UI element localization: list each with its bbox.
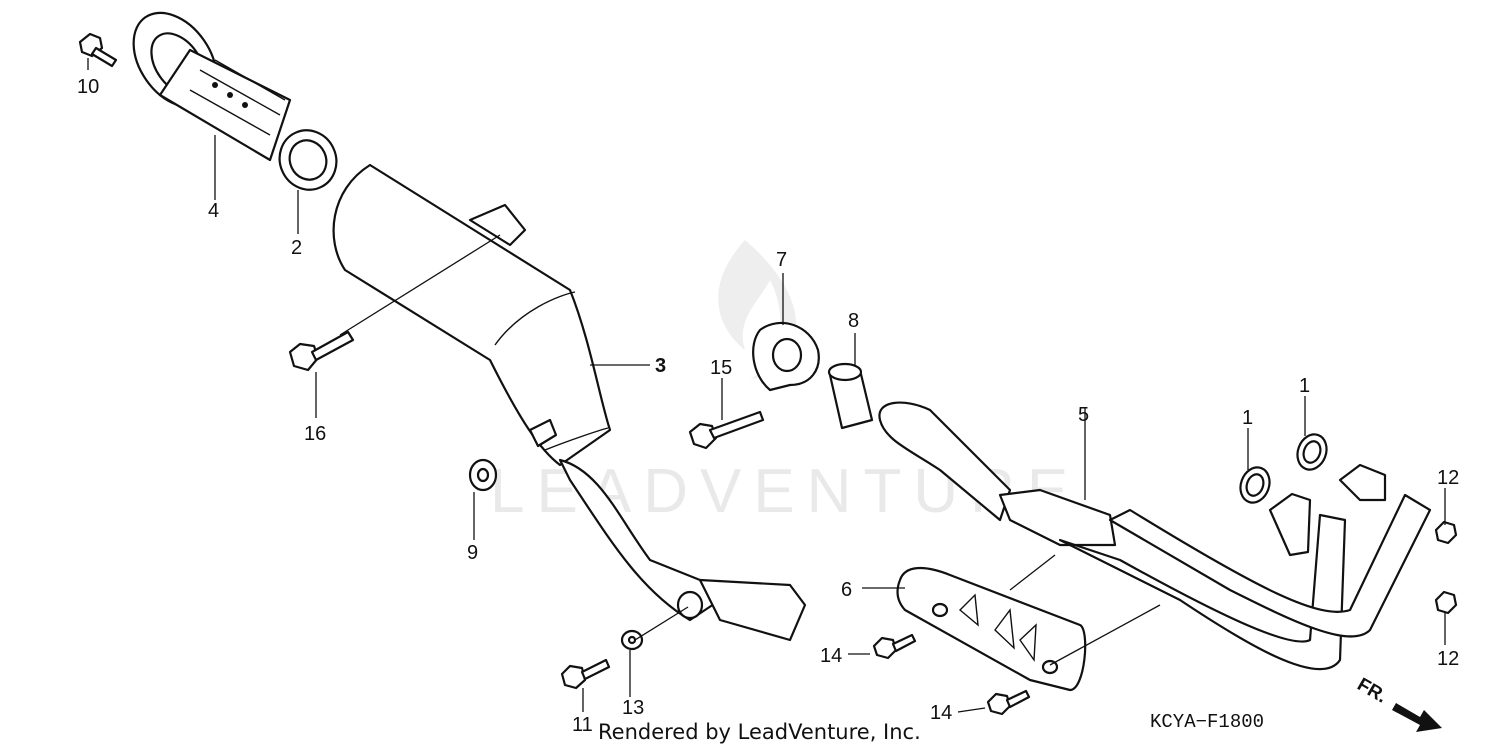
callout-7: 7 (776, 249, 787, 271)
callout-4: 4 (208, 200, 219, 222)
diagram-code: KCYA−F1800 (1150, 711, 1264, 733)
front-label: FR. (1354, 674, 1391, 707)
callout-6: 6 (841, 579, 852, 601)
callout-9: 9 (467, 542, 478, 564)
callout-3: 3 (655, 355, 666, 377)
part-8-sleeve (827, 362, 874, 430)
part-4-spark-arrester (132, 11, 292, 162)
callout-13: 13 (622, 697, 644, 719)
part-15-bolt (688, 410, 765, 450)
callout-2: 2 (291, 237, 302, 259)
part-5-exhaust-pipe (878, 401, 1432, 671)
callout-12-bottom: 12 (1437, 648, 1459, 670)
part-14-bolts (872, 633, 1031, 716)
callout-16: 16 (304, 423, 326, 445)
front-arrow-icon (1392, 703, 1442, 732)
part-6-heat-shield (896, 567, 1087, 692)
part-1-gaskets (1239, 433, 1328, 504)
part-13-washer (620, 629, 644, 651)
callouts: 10 4 2 3 16 9 7 15 8 5 1 1 12 12 6 14 14… (77, 76, 1459, 736)
callout-5: 5 (1078, 404, 1089, 426)
part-3-muffler (332, 163, 807, 642)
callout-1-right: 1 (1299, 375, 1310, 397)
part-10-bolt (78, 32, 118, 68)
part-12-nuts (1434, 520, 1458, 615)
render-credit: Rendered by LeadVenture, Inc. (598, 720, 921, 744)
callout-15: 15 (710, 357, 732, 379)
callout-12-top: 12 (1437, 467, 1459, 489)
callout-11: 11 (572, 714, 593, 736)
callout-1-left: 1 (1242, 407, 1253, 429)
callout-10: 10 (77, 76, 99, 98)
callout-14-left: 14 (820, 645, 842, 667)
part-11-bolt (560, 658, 611, 690)
part-9-grommet (468, 458, 498, 492)
front-direction-marker: FR. (1354, 674, 1442, 732)
callout-14-right: 14 (930, 702, 952, 724)
part-16-bolt (288, 330, 355, 372)
leader-lines (87, 58, 1446, 713)
callout-8: 8 (848, 310, 859, 332)
part-2-gasket (278, 129, 338, 191)
part-7-clamp (752, 321, 820, 392)
